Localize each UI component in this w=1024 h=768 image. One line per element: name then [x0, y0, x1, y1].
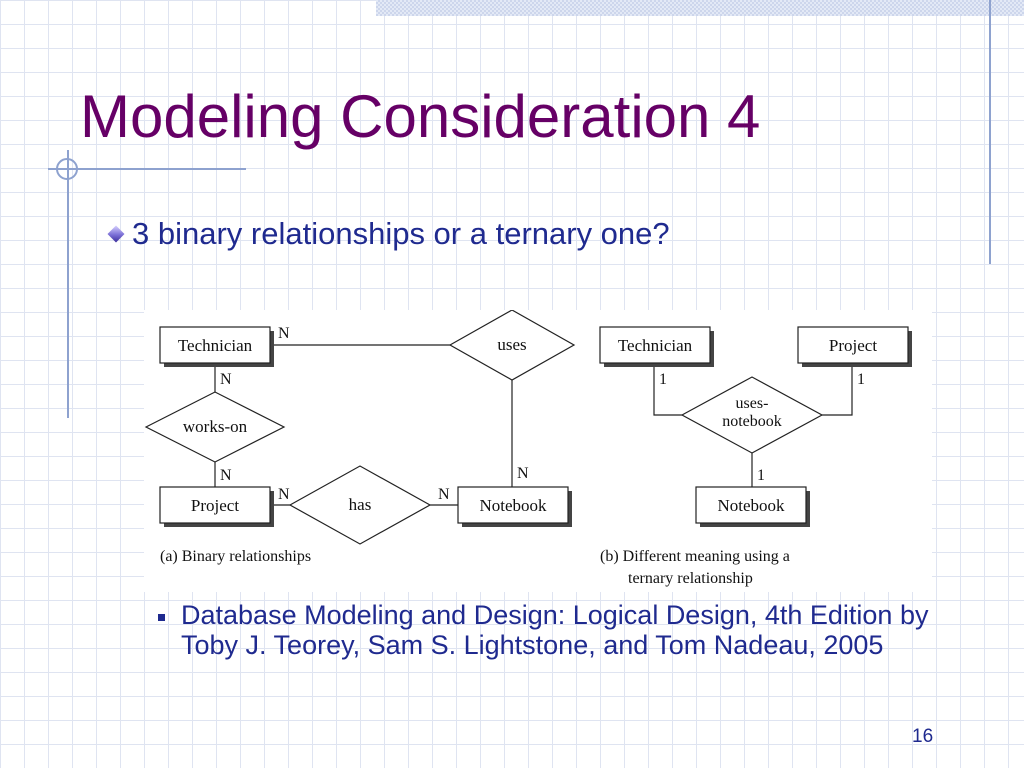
- entity-box: [457, 486, 569, 524]
- cardinality-notebook-uses: N: [517, 465, 529, 482]
- cardinality-technician-works-on: N: [220, 371, 232, 388]
- square-bullet-icon: [158, 614, 165, 621]
- caption-b-line2: ternary relationship: [628, 570, 753, 587]
- relationship-label: has: [349, 495, 372, 514]
- relationship-diamond: [680, 376, 824, 454]
- cardinality-project-has: N: [278, 486, 290, 503]
- top-pattern-band: [376, 0, 1024, 16]
- cardinality-notebook-b: 1: [757, 467, 765, 484]
- title-underline: [48, 168, 246, 170]
- diagram-a-connectors: [214, 344, 513, 506]
- reference-item: Database Modeling and Design: Logical De…: [158, 600, 978, 660]
- entity-project-a: Project: [159, 486, 274, 527]
- entity-label: Project: [829, 336, 877, 355]
- bullet-text: 3 binary relationships or a ternary one?: [132, 216, 670, 251]
- er-diagram-svg: Technician Project Notebook uses works-o…: [144, 310, 912, 587]
- cardinality-technician-uses: N: [278, 325, 290, 342]
- relationship-diamond: [288, 465, 432, 545]
- reference-text: Database Modeling and Design: Logical De…: [181, 600, 929, 660]
- entity-label: Technician: [618, 336, 693, 355]
- entity-box: [695, 486, 807, 524]
- entity-notebook-b: Notebook: [695, 486, 810, 527]
- bullet-item: 3 binary relationships or a ternary one?: [106, 212, 670, 256]
- title-ring-ornament: [56, 158, 78, 180]
- relationship-has-a: has: [288, 465, 432, 545]
- cardinality-technician-b: 1: [659, 371, 667, 388]
- entity-label: Notebook: [717, 496, 785, 515]
- relationship-uses-notebook-b: uses- notebook: [680, 376, 824, 454]
- relationship-label: uses: [497, 335, 526, 354]
- right-accent-line: [989, 0, 991, 264]
- entity-box: [159, 326, 271, 364]
- entity-label: Technician: [178, 336, 253, 355]
- slide-title: Modeling Consideration 4: [80, 83, 761, 150]
- entity-technician-b: Technician: [599, 326, 714, 367]
- relationship-label-line2: notebook: [722, 413, 782, 430]
- entity-box: [159, 486, 271, 524]
- line-project-ternary: [822, 362, 853, 416]
- page-number: 16: [912, 726, 934, 747]
- cardinality-project-b: 1: [857, 371, 865, 388]
- entity-project-b: Project: [797, 326, 912, 367]
- relationship-label-line1: uses-: [736, 395, 769, 412]
- cardinality-project-works-on: N: [220, 467, 232, 484]
- left-accent-line: [67, 150, 69, 418]
- entity-box: [599, 326, 711, 364]
- entity-notebook-a: Notebook: [457, 486, 572, 527]
- relationship-diamond: [144, 391, 286, 463]
- entity-label: Project: [191, 496, 239, 515]
- relationship-label: works-on: [183, 417, 248, 436]
- relationship-works-on-a: works-on: [144, 391, 286, 463]
- caption-b-line1: (b) Different meaning using a: [600, 548, 790, 565]
- diamond-bullet-icon: [107, 225, 125, 243]
- line-technician-ternary: [653, 362, 682, 416]
- entity-technician-a: Technician: [159, 326, 274, 367]
- relationship-uses-a: uses: [448, 310, 576, 381]
- er-diagram-figure: Technician Project Notebook uses works-o…: [144, 310, 932, 592]
- relationship-diamond: [448, 310, 576, 381]
- caption-a: (a) Binary relationships: [160, 548, 311, 565]
- diagram-b-connectors: [653, 362, 853, 487]
- entity-label: Notebook: [479, 496, 547, 515]
- cardinality-notebook-has: N: [438, 486, 450, 503]
- entity-box: [797, 326, 909, 364]
